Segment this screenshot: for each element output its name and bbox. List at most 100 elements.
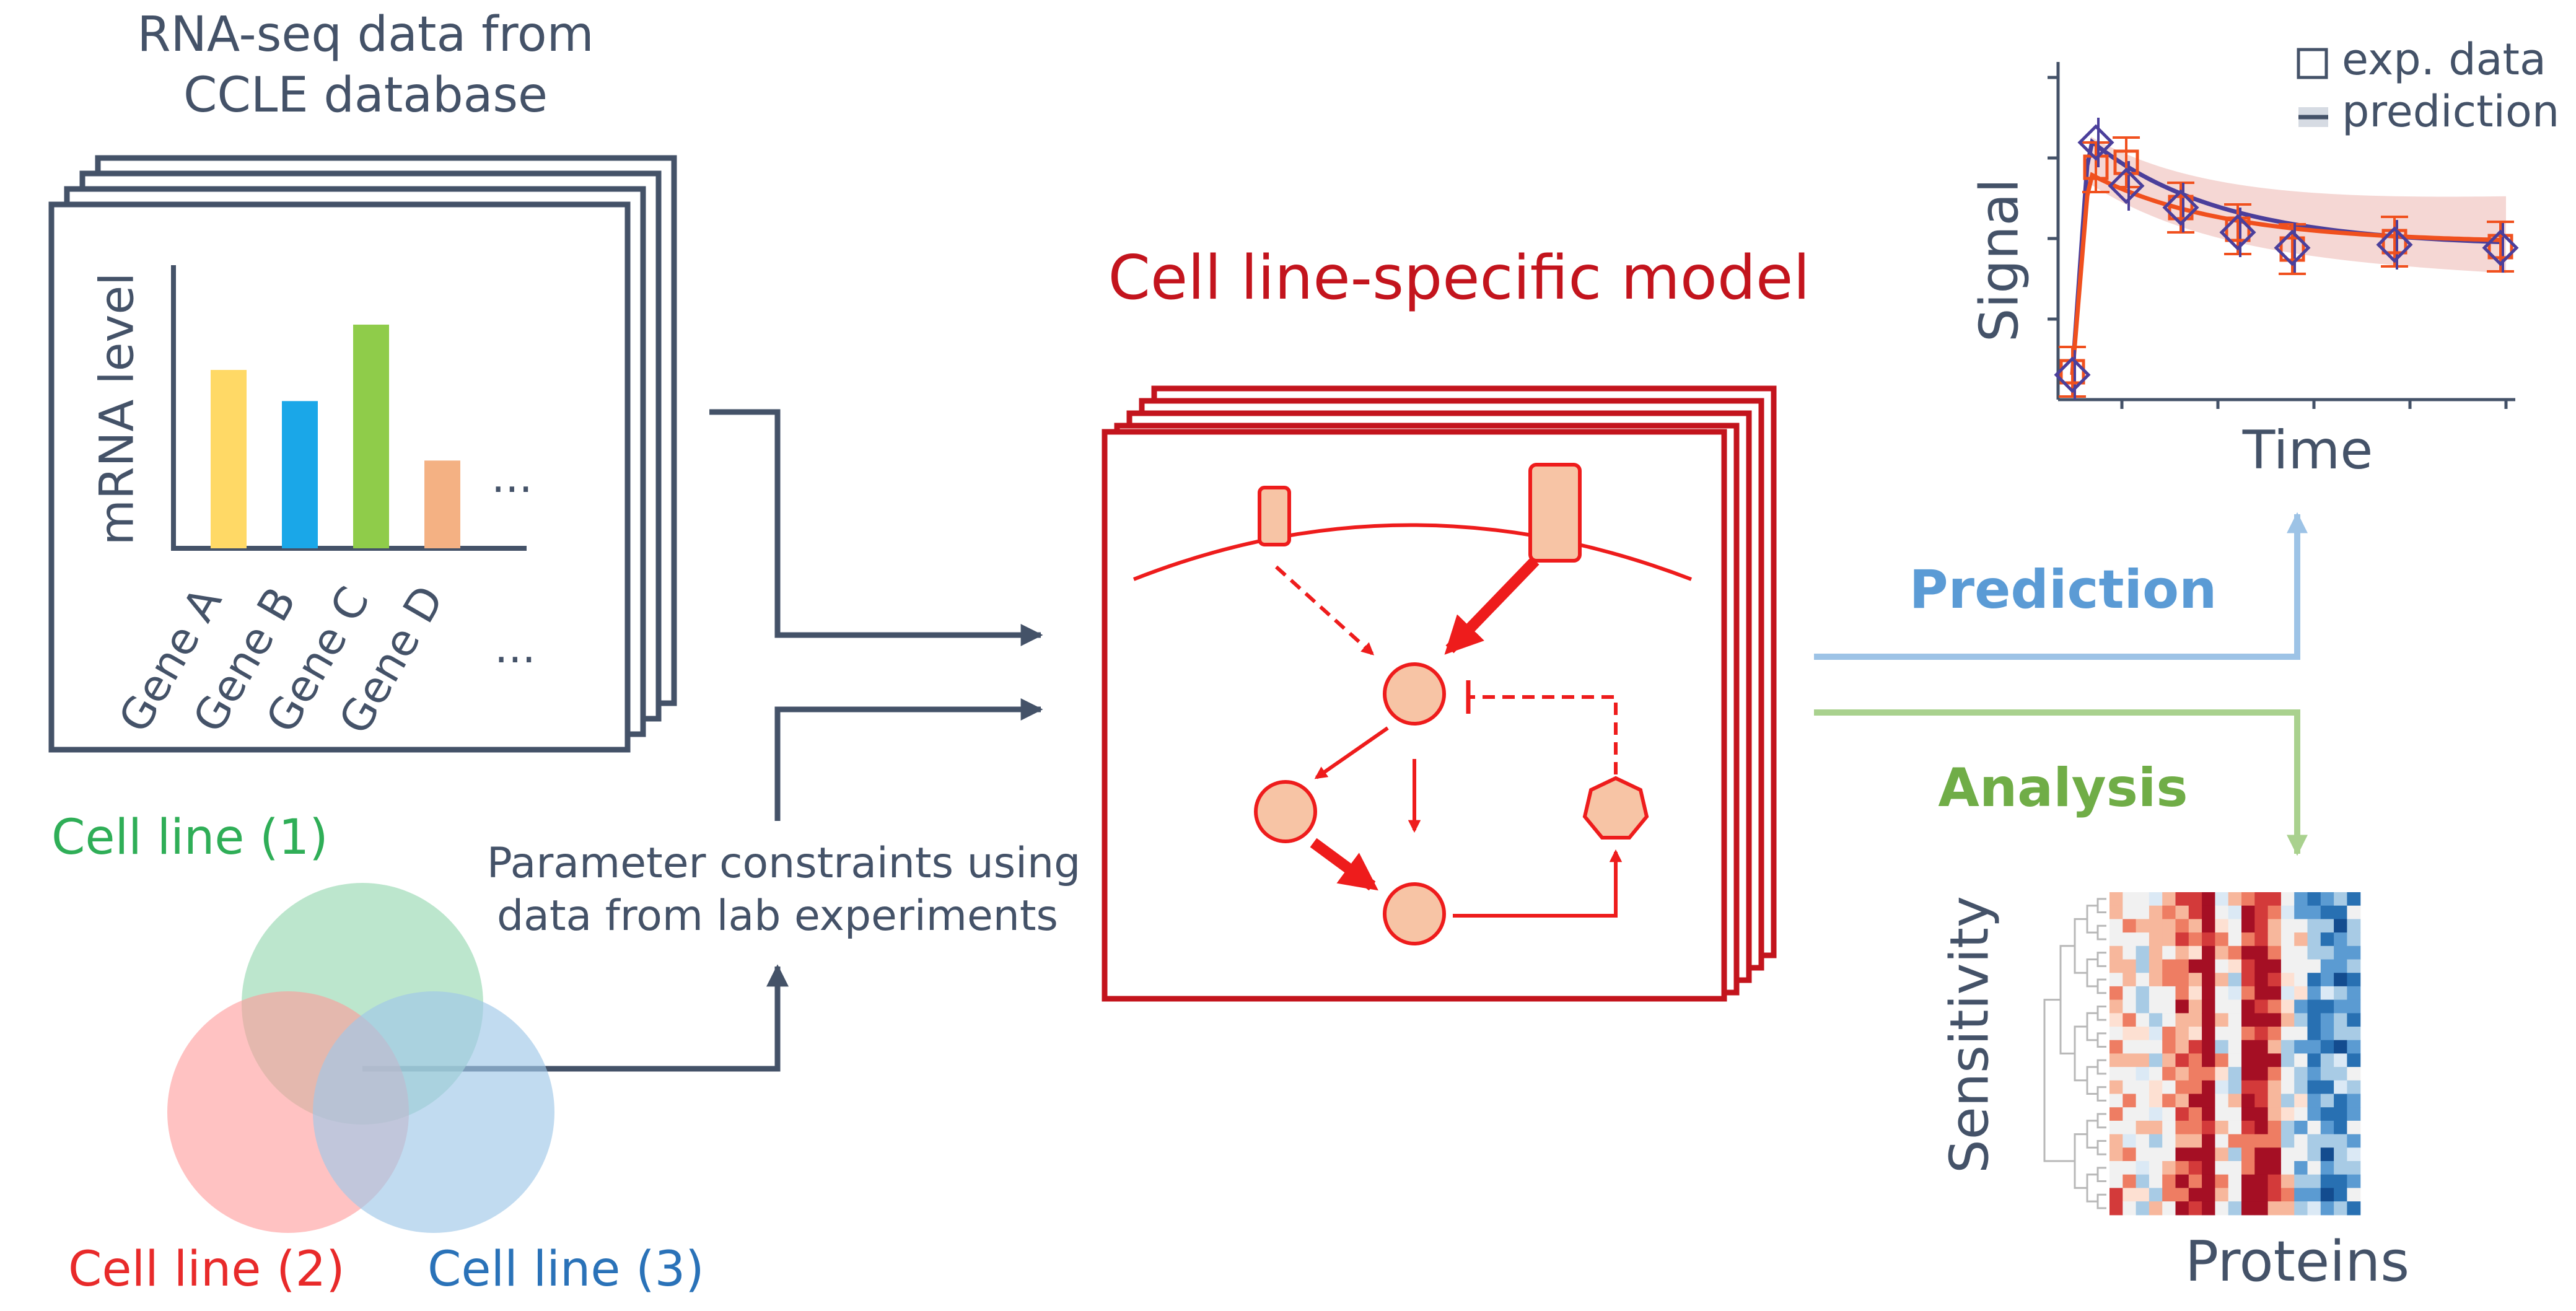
heatmap-cell xyxy=(2109,1134,2123,1148)
heatmap-cell xyxy=(2123,892,2137,906)
heatmap-cell xyxy=(2280,919,2295,933)
heatmap-cell xyxy=(2307,986,2321,1001)
heatmap-cell xyxy=(2149,1094,2163,1108)
heatmap-cell xyxy=(2109,1147,2123,1162)
heatmap-cell xyxy=(2280,932,2295,947)
heatmap-cell xyxy=(2307,1094,2321,1108)
heatmap-cell xyxy=(2175,1201,2189,1216)
heatmap-cell xyxy=(2109,999,2123,1014)
heatmap-cell xyxy=(2334,999,2347,1014)
heatmap-cell xyxy=(2254,932,2269,947)
heatmap-cell xyxy=(2215,1201,2229,1216)
heatmap-cell xyxy=(2347,1134,2361,1148)
heatmap-cell xyxy=(2241,932,2255,947)
venn-diagram xyxy=(167,883,554,1233)
heatmap-cell xyxy=(2175,1040,2189,1054)
heatmap-cell xyxy=(2320,1174,2334,1188)
dendrogram-branch xyxy=(2096,1167,2106,1183)
heatmap-cell xyxy=(2307,1120,2321,1135)
heatmap-cell xyxy=(2149,973,2163,987)
heatmap-cell xyxy=(2254,892,2269,906)
heatmap-cell xyxy=(2215,1188,2229,1202)
heatmap-cell xyxy=(2149,1080,2163,1095)
timecourse-x-label: Time xyxy=(2242,419,2373,481)
heatmap-cell xyxy=(2294,1174,2308,1188)
heatmap-cell xyxy=(2215,1053,2229,1068)
heatmap-cell xyxy=(2334,945,2347,960)
heatmap-cell xyxy=(2175,1188,2189,1202)
heatmap-cell xyxy=(2241,919,2255,933)
heatmap-cell xyxy=(2347,1147,2361,1162)
heatmap-cell xyxy=(2123,1161,2137,1175)
timecourse-plot xyxy=(2048,48,2519,409)
heatmap-cell xyxy=(2334,1094,2347,1108)
heatmap-cell xyxy=(2215,1080,2229,1095)
heatmap-cell xyxy=(2228,905,2242,919)
heatmap-cell xyxy=(2294,959,2308,973)
analysis-label: Analysis xyxy=(1938,757,2188,819)
heatmap-cell xyxy=(2307,1188,2321,1202)
heatmap-cell xyxy=(2347,959,2361,973)
heatmap-cell xyxy=(2294,1067,2308,1081)
dendrogram-branch xyxy=(2096,1113,2106,1129)
dendrogram-branch xyxy=(2096,978,2106,994)
heatmap-cell xyxy=(2188,1067,2202,1081)
heatmap-cell xyxy=(2136,959,2150,973)
heatmap-cell xyxy=(2254,945,2269,960)
bar-gene-c xyxy=(353,324,389,548)
heatmap-cell xyxy=(2149,1134,2163,1148)
heatmap-cell xyxy=(2123,1174,2137,1188)
heatmap-cell xyxy=(2294,1161,2308,1175)
heatmap-cell xyxy=(2215,959,2229,973)
heatmap-cell xyxy=(2307,945,2321,960)
dendrogram-branch xyxy=(2096,1059,2106,1075)
dendrogram-branch xyxy=(2086,1012,2098,1041)
edge-inhibition-feedback xyxy=(1468,695,1618,774)
prediction-line-orange xyxy=(2070,172,2504,375)
heatmap-cell xyxy=(2280,1174,2295,1188)
heatmap-cell xyxy=(2123,1080,2137,1095)
edge-bottom-to-heptagon xyxy=(1453,849,1623,918)
heatmap-cell xyxy=(2149,1120,2163,1135)
dendrogram-branch xyxy=(2096,1032,2106,1048)
heatmap-cell xyxy=(2136,1134,2150,1148)
heatmap-cell xyxy=(2175,1147,2189,1162)
prediction-band-area xyxy=(2072,136,2506,397)
heatmap-cell xyxy=(2162,1161,2176,1175)
exp-data-diamond xyxy=(2482,229,2519,266)
heatmap-cell xyxy=(2136,999,2150,1014)
heatmap-cell xyxy=(2254,1174,2269,1188)
heatmap-cell xyxy=(2307,892,2321,906)
heatmap-cell xyxy=(2334,1107,2347,1121)
heatmap-cell xyxy=(2320,1053,2334,1068)
heatmap-cell xyxy=(2228,1174,2242,1188)
heatmap-cell xyxy=(2188,1147,2202,1162)
heatmap-cell xyxy=(2228,945,2242,960)
heatmap-cell xyxy=(2136,905,2150,919)
dendrogram-branch xyxy=(2096,1139,2106,1155)
heatmap-cell xyxy=(2267,1107,2282,1121)
heatmap-cell xyxy=(2307,1107,2321,1121)
heatmap-cell xyxy=(2123,1013,2137,1027)
heatmap-cell xyxy=(2347,1080,2361,1095)
heatmap-cell xyxy=(2347,905,2361,919)
heatmap-cell xyxy=(2294,1107,2308,1121)
heatmap-cell xyxy=(2136,1174,2150,1188)
heatmap-cell xyxy=(2347,945,2361,960)
heatmap-cell xyxy=(2162,1147,2176,1162)
heatmap-cell xyxy=(2123,1040,2137,1054)
heatmap-cell xyxy=(2202,973,2215,987)
heatmap-cell xyxy=(2294,1188,2308,1202)
heatmap-cell xyxy=(2267,945,2282,960)
heatmap-cell xyxy=(2254,1013,2269,1027)
heatmap-cell xyxy=(2241,1161,2255,1175)
cell-membrane xyxy=(1132,523,1693,581)
heatmap-cell xyxy=(2149,945,2163,960)
heatmap-cell xyxy=(2254,1027,2269,1041)
dendrogram-branch xyxy=(2074,918,2087,974)
heatmap-cell xyxy=(2254,1053,2269,1068)
heatmap-cell xyxy=(2109,1107,2123,1121)
node-left xyxy=(1254,780,1317,843)
heatmap-cell xyxy=(2267,1040,2282,1054)
